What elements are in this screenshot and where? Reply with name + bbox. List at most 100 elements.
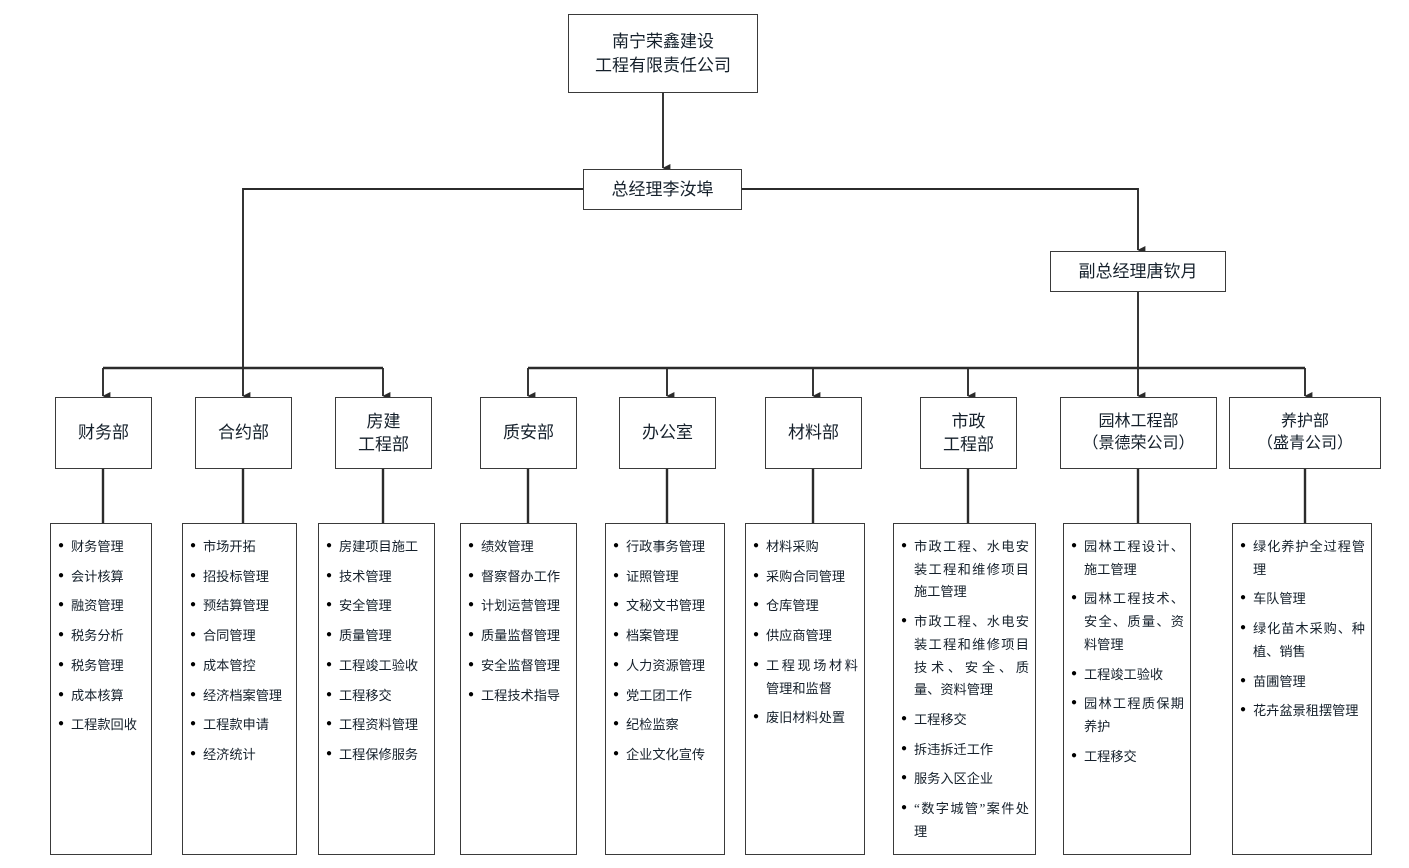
duties-list: 财务管理会计核算融资管理税务分析税务管理成本核算工程款回收	[58, 536, 145, 737]
department-box-materials[interactable]: 材料部	[765, 397, 862, 469]
duties-box-office[interactable]: 行政事务管理证照管理文秘文书管理档案管理人力资源管理党工团工作纪检监察企业文化宣…	[605, 523, 725, 855]
duty-item: 计划运营管理	[468, 595, 570, 618]
duty-item: 市政工程、水电安装工程和维修项目技术、安全、质量、资料管理	[901, 611, 1029, 702]
duty-item: 工程竣工验收	[1071, 664, 1184, 687]
duty-item: 工程移交	[901, 709, 1029, 732]
duties-list: 绿化养护全过程管理车队管理绿化苗木采购、种植、销售苗圃管理花卉盆景租摆管理	[1240, 536, 1365, 723]
duty-item: 经济统计	[190, 744, 290, 767]
duty-item: 工程保修服务	[326, 744, 428, 767]
company-box[interactable]: 南宁荣鑫建设 工程有限责任公司	[568, 14, 758, 93]
duty-item: 证照管理	[613, 566, 718, 589]
department-label: 办公室	[642, 423, 693, 443]
department-label: 园林工程部 （景德荣公司）	[1082, 412, 1195, 452]
duty-item: 材料采购	[753, 536, 858, 559]
department-label: 材料部	[788, 423, 839, 443]
department-box-maintenance[interactable]: 养护部 （盛青公司）	[1229, 397, 1381, 469]
duties-box-finance[interactable]: 财务管理会计核算融资管理税务分析税务管理成本核算工程款回收	[50, 523, 152, 855]
duty-item: 绩效管理	[468, 536, 570, 559]
duties-list: 材料采购采购合同管理仓库管理供应商管理工程现场材料管理和监督废旧材料处置	[753, 536, 858, 730]
duty-item: 纪检监察	[613, 714, 718, 737]
duty-item: 工程移交	[1071, 746, 1184, 769]
duties-list: 市场开拓招投标管理预结算管理合同管理成本管控经济档案管理工程款申请经济统计	[190, 536, 290, 767]
duty-item: 市场开拓	[190, 536, 290, 559]
duty-item: 绿化苗木采购、种植、销售	[1240, 618, 1365, 663]
company-label: 南宁荣鑫建设 工程有限责任公司	[595, 32, 731, 75]
duty-item: 招投标管理	[190, 566, 290, 589]
department-box-building-engineering[interactable]: 房建 工程部	[335, 397, 432, 469]
duty-item: 成本核算	[58, 685, 145, 708]
duty-item: 会计核算	[58, 566, 145, 589]
department-box-municipal-engineering[interactable]: 市政 工程部	[920, 397, 1017, 469]
duty-item: 党工团工作	[613, 685, 718, 708]
duties-box-municipal-engineering[interactable]: 市政工程、水电安装工程和维修项目施工管理市政工程、水电安装工程和维修项目技术、安…	[893, 523, 1036, 855]
department-box-office[interactable]: 办公室	[619, 397, 716, 469]
duty-item: 服务入区企业	[901, 768, 1029, 791]
duty-item: 车队管理	[1240, 588, 1365, 611]
duty-item: 工程资料管理	[326, 714, 428, 737]
duty-item: 文秘文书管理	[613, 595, 718, 618]
duty-item: 融资管理	[58, 595, 145, 618]
duty-item: 工程款申请	[190, 714, 290, 737]
duties-list: 行政事务管理证照管理文秘文书管理档案管理人力资源管理党工团工作纪检监察企业文化宣…	[613, 536, 718, 767]
duties-box-materials[interactable]: 材料采购采购合同管理仓库管理供应商管理工程现场材料管理和监督废旧材料处置	[745, 523, 865, 855]
duty-item: 安全管理	[326, 595, 428, 618]
duties-list: 市政工程、水电安装工程和维修项目施工管理市政工程、水电安装工程和维修项目技术、安…	[901, 536, 1029, 843]
duty-item: 税务管理	[58, 655, 145, 678]
duty-item: 市政工程、水电安装工程和维修项目施工管理	[901, 536, 1029, 604]
duty-item: 园林工程技术、安全、质量、资料管理	[1071, 588, 1184, 656]
department-box-finance[interactable]: 财务部	[55, 397, 152, 469]
department-label: 合约部	[218, 423, 269, 443]
duty-item: 拆违拆迁工作	[901, 739, 1029, 762]
duty-item: 花卉盆景租摆管理	[1240, 700, 1365, 723]
department-label: 财务部	[78, 423, 129, 443]
duty-item: 督察督办工作	[468, 566, 570, 589]
department-label: 质安部	[503, 423, 554, 443]
duty-item: 技术管理	[326, 566, 428, 589]
duty-item: 苗圃管理	[1240, 671, 1365, 694]
duty-item: 质量管理	[326, 625, 428, 648]
duty-item: 废旧材料处置	[753, 707, 858, 730]
duties-list: 绩效管理督察督办工作计划运营管理质量监督管理安全监督管理工程技术指导	[468, 536, 570, 707]
duty-item: 工程技术指导	[468, 685, 570, 708]
duties-box-contract[interactable]: 市场开拓招投标管理预结算管理合同管理成本管控经济档案管理工程款申请经济统计	[182, 523, 297, 855]
duty-item: 行政事务管理	[613, 536, 718, 559]
duty-item: 人力资源管理	[613, 655, 718, 678]
general-manager-box[interactable]: 总经理李汝埠	[583, 169, 742, 210]
duty-item: 工程现场材料管理和监督	[753, 655, 858, 700]
department-label: 房建 工程部	[358, 411, 409, 454]
duty-item: 企业文化宣传	[613, 744, 718, 767]
department-label: 市政 工程部	[943, 411, 994, 454]
deputy-general-manager-box[interactable]: 副总经理唐钦月	[1050, 251, 1226, 292]
duty-item: “数字城管”案件处理	[901, 798, 1029, 843]
department-box-landscape-engineering[interactable]: 园林工程部 （景德荣公司）	[1060, 397, 1217, 469]
duties-list: 园林工程设计、施工管理园林工程技术、安全、质量、资料管理工程竣工验收园林工程质保…	[1071, 536, 1184, 768]
duty-item: 质量监督管理	[468, 625, 570, 648]
duty-item: 园林工程质保期养护	[1071, 693, 1184, 738]
deputy-general-manager-label: 副总经理唐钦月	[1078, 261, 1198, 281]
duties-box-building-engineering[interactable]: 房建项目施工技术管理安全管理质量管理工程竣工验收工程移交工程资料管理工程保修服务	[318, 523, 435, 855]
duty-item: 合同管理	[190, 625, 290, 648]
department-box-contract[interactable]: 合约部	[195, 397, 292, 469]
duty-item: 园林工程设计、施工管理	[1071, 536, 1184, 581]
duties-list: 房建项目施工技术管理安全管理质量管理工程竣工验收工程移交工程资料管理工程保修服务	[326, 536, 428, 767]
duty-item: 财务管理	[58, 536, 145, 559]
duties-box-landscape-engineering[interactable]: 园林工程设计、施工管理园林工程技术、安全、质量、资料管理工程竣工验收园林工程质保…	[1063, 523, 1191, 855]
duty-item: 安全监督管理	[468, 655, 570, 678]
duty-item: 仓库管理	[753, 595, 858, 618]
duty-item: 工程竣工验收	[326, 655, 428, 678]
department-box-quality-safety[interactable]: 质安部	[480, 397, 577, 469]
duties-box-maintenance[interactable]: 绿化养护全过程管理车队管理绿化苗木采购、种植、销售苗圃管理花卉盆景租摆管理	[1232, 523, 1372, 855]
duty-item: 绿化养护全过程管理	[1240, 536, 1365, 581]
duty-item: 房建项目施工	[326, 536, 428, 559]
duty-item: 工程移交	[326, 685, 428, 708]
duty-item: 工程款回收	[58, 714, 145, 737]
duties-box-quality-safety[interactable]: 绩效管理督察督办工作计划运营管理质量监督管理安全监督管理工程技术指导	[460, 523, 577, 855]
duty-item: 供应商管理	[753, 625, 858, 648]
duty-item: 经济档案管理	[190, 685, 290, 708]
duty-item: 预结算管理	[190, 595, 290, 618]
duty-item: 档案管理	[613, 625, 718, 648]
general-manager-label: 总经理李汝埠	[611, 179, 714, 199]
duty-item: 采购合同管理	[753, 566, 858, 589]
